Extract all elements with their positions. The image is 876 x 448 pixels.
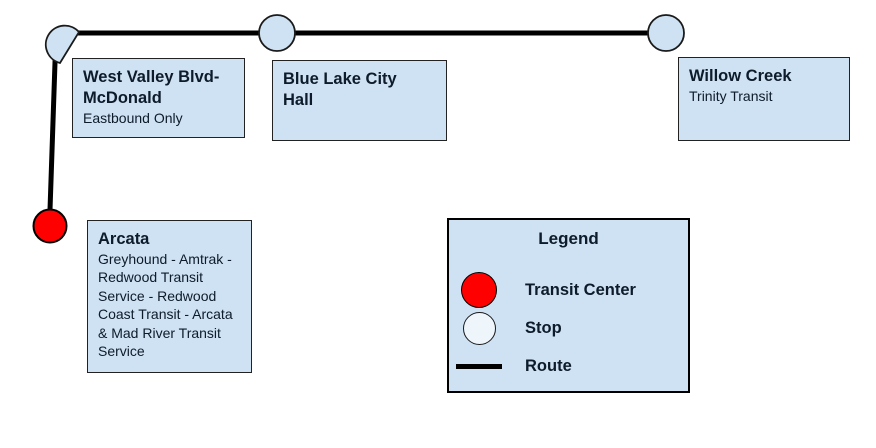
station-subtitle: Greyhound - Amtrak - Redwood Transit Ser… <box>98 250 233 360</box>
station-title: Blue Lake City Hall <box>283 70 397 109</box>
legend-row-stop: Stop <box>449 309 688 347</box>
station-card-willow-creek: Willow Creek Trinity Transit <box>678 57 850 141</box>
station-subtitle: Eastbound Only <box>83 109 183 126</box>
route-line-icon <box>456 363 502 369</box>
station-card-blue-lake: Blue Lake City Hall <box>272 60 447 141</box>
legend-rows: Transit Center Stop Route <box>449 271 688 385</box>
legend-title: Legend <box>538 229 599 248</box>
stop-marker-willow-creek <box>647 14 685 52</box>
station-card-arcata: Arcata Greyhound - Amtrak - Redwood Tran… <box>87 220 252 373</box>
legend-panel: Legend Transit Center Stop Route <box>447 218 690 393</box>
legend-row-transit-center: Transit Center <box>449 271 688 309</box>
legend-label: Route <box>525 356 572 375</box>
stop-icon <box>462 311 496 345</box>
station-title: Arcata <box>98 230 150 248</box>
station-title: West Valley Blvd-McDonald <box>83 68 220 107</box>
station-card-west-valley: West Valley Blvd-McDonald Eastbound Only <box>72 58 245 138</box>
station-subtitle: Trinity Transit <box>689 87 773 104</box>
legend-label: Transit Center <box>525 280 636 299</box>
transit-center-icon <box>461 272 497 308</box>
stop-marker-blue-lake <box>258 14 296 52</box>
legend-label: Stop <box>525 318 562 337</box>
transit-center-marker-arcata <box>32 208 68 244</box>
legend-row-route: Route <box>449 347 688 385</box>
station-title: Willow Creek <box>689 67 792 85</box>
stop-marker-west-valley <box>44 24 81 65</box>
